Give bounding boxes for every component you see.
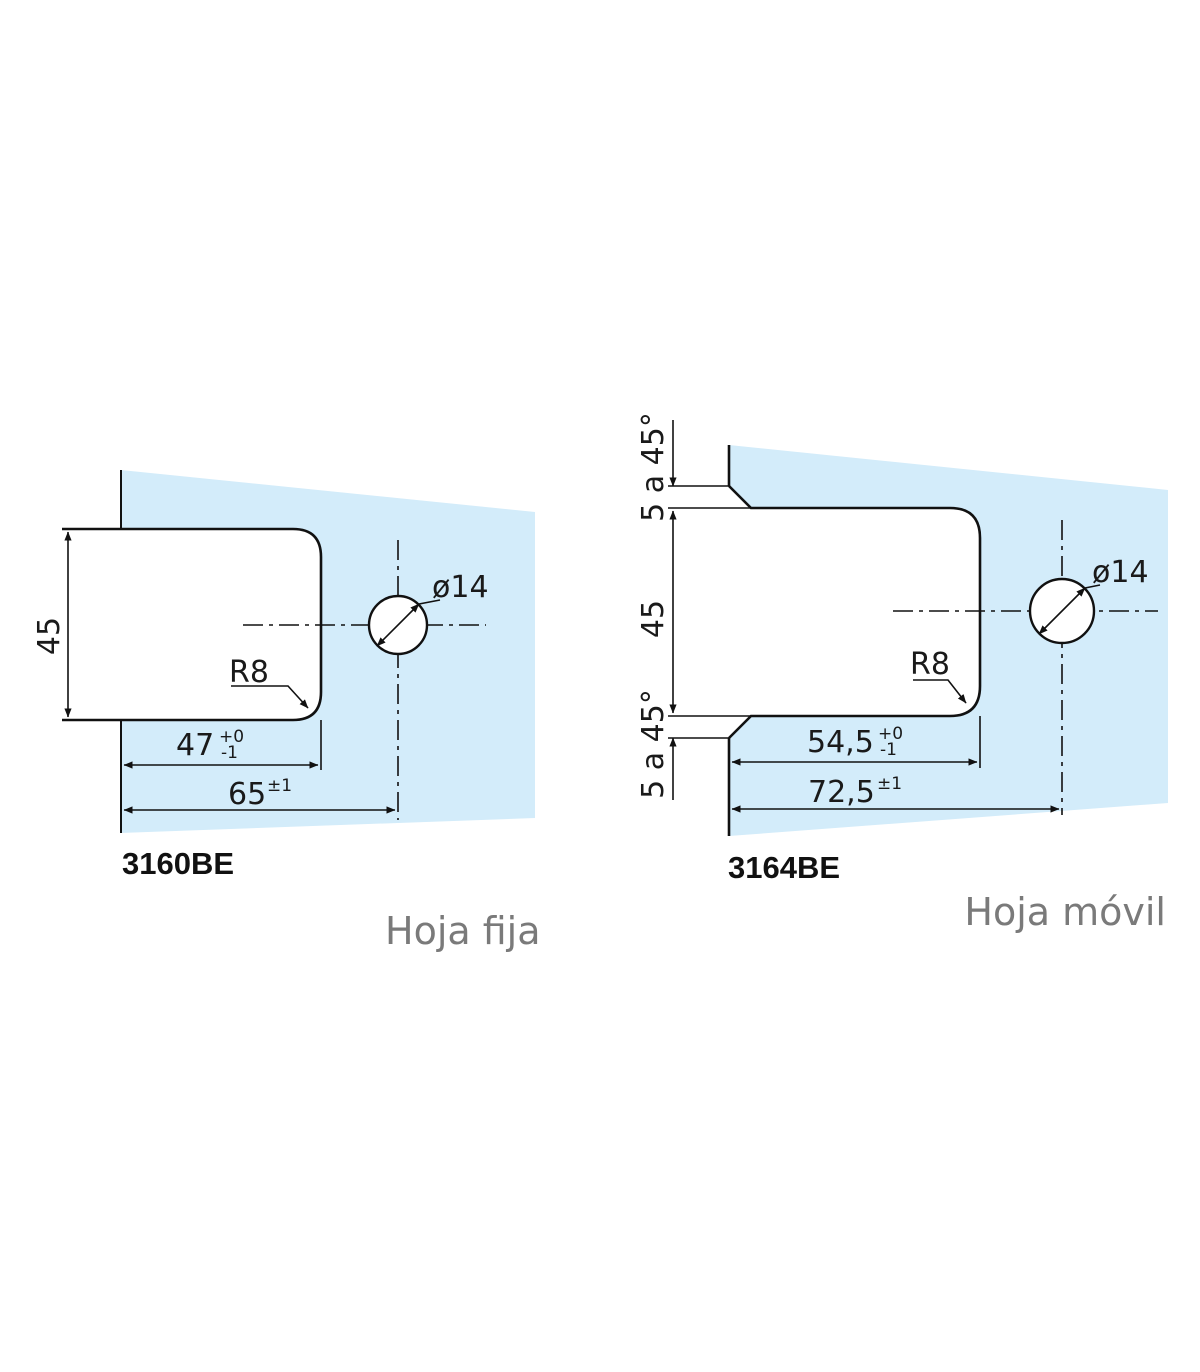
right-glass-panel — [729, 445, 1168, 836]
left-dim-cut-tol-minus: -1 — [221, 743, 238, 763]
left-dim-height: 45 — [32, 617, 67, 655]
right-dim-bevel-bottom: 5 a 45° — [636, 689, 671, 799]
left-dim-radius: R8 — [229, 655, 269, 690]
right-dim-cut: 54,5 — [807, 725, 874, 760]
left-product-code: 3160BE — [122, 846, 234, 881]
right-product-code: 3164BE — [728, 850, 840, 885]
left-dim-hole: ø14 — [432, 570, 489, 605]
right-dim-height: 45 — [636, 600, 671, 638]
right-drawing-3164be: 5 a 45° 45 5 a 45° ø14 R8 54,5 +0 -1 72,… — [636, 412, 1168, 934]
right-dim-axis-tol: ±1 — [877, 774, 902, 794]
right-dim-hole: ø14 — [1092, 555, 1149, 590]
right-dim-cut-tol-minus: -1 — [880, 740, 897, 760]
left-dim-cut: 47 — [176, 728, 214, 763]
left-drawing-3160be: 45 ø14 R8 47 +0 -1 65 ±1 3160BE Hoja fij… — [32, 470, 541, 953]
left-dim-axis-tol: ±1 — [267, 776, 292, 796]
left-caption: Hoja fija — [385, 909, 541, 953]
right-dim-bevel-top: 5 a 45° — [636, 412, 671, 522]
right-dim-radius: R8 — [910, 647, 950, 682]
right-notch-outline — [728, 485, 982, 739]
right-caption: Hoja móvil — [964, 890, 1166, 934]
right-dim-axis: 72,5 — [808, 775, 875, 810]
left-glass-panel — [121, 470, 535, 833]
right-dim-cut-tol-plus: +0 — [878, 724, 903, 744]
left-dim-cut-tol-plus: +0 — [219, 727, 244, 747]
left-dim-axis: 65 — [228, 777, 266, 812]
